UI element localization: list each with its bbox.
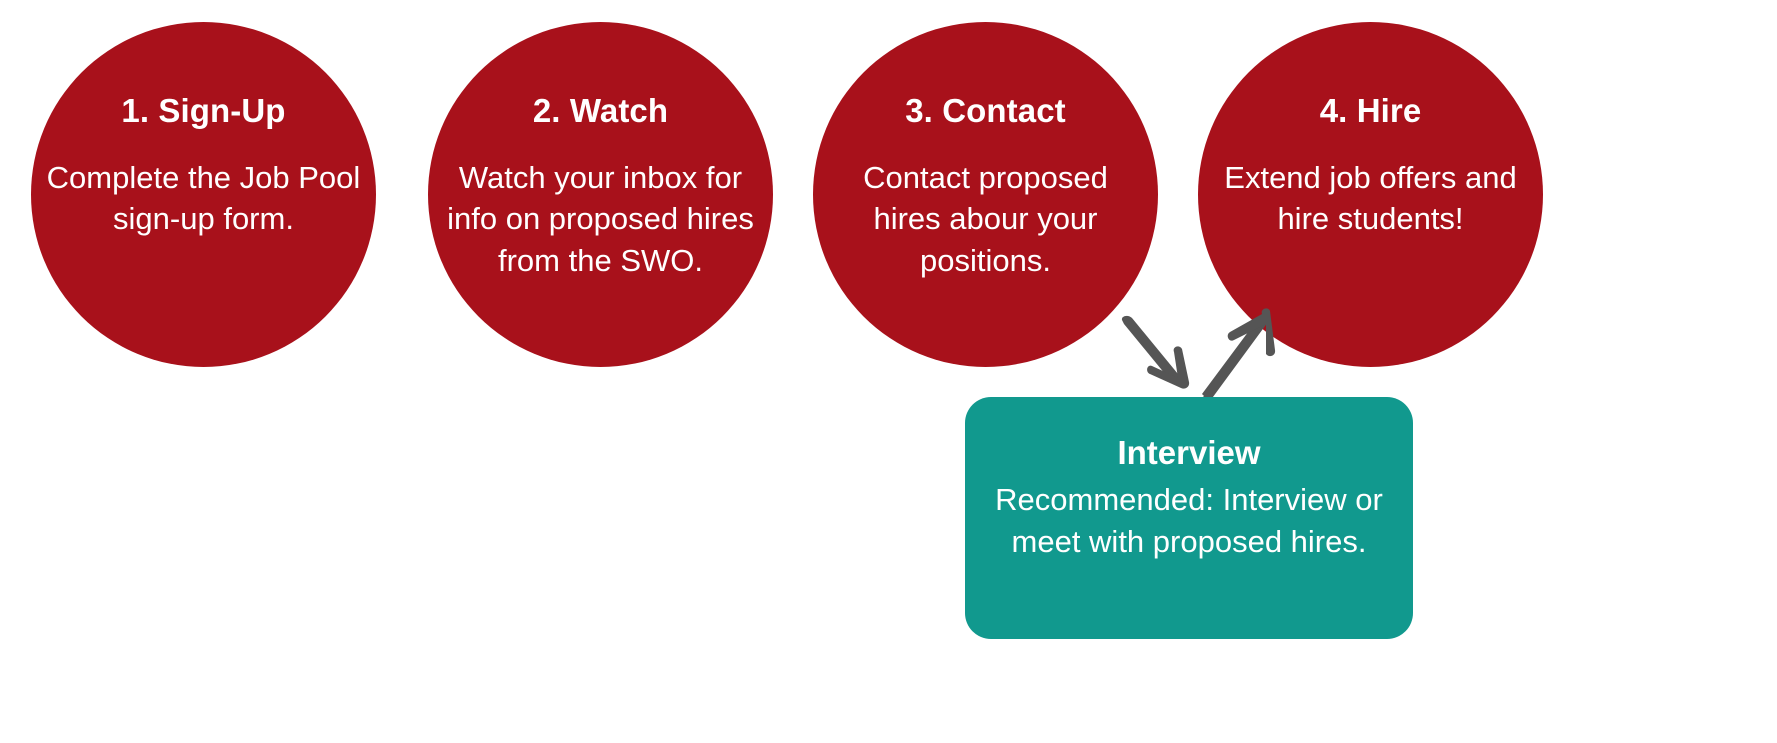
step-body: Contact proposed hires abour your positi… <box>863 159 1108 278</box>
arrow-down-right-icon <box>1121 315 1190 389</box>
step-circle-hire: 4. Hire Extend job offers and hire stude… <box>1198 22 1543 367</box>
step-circle-contact: 3. Contact Contact proposed hires abour … <box>813 22 1158 367</box>
step-title: 2. Watch <box>532 92 669 129</box>
step-title: 1. Sign-Up <box>121 92 286 129</box>
step-circle-sign-up: 1. Sign-Up Complete the Job Pool sign-up… <box>31 22 376 367</box>
step-circle-watch: 2. Watch Watch your inbox for info on pr… <box>428 22 773 367</box>
step-title: 4. Hire <box>1319 92 1422 129</box>
step-body: Extend job offers and hire students! <box>1224 159 1517 237</box>
interview-card: Interview Recommended: Interview or meet… <box>965 397 1413 639</box>
step-body: Watch your inbox for info on proposed hi… <box>447 159 754 278</box>
interview-title: Interview <box>1117 434 1261 471</box>
step-title: 3. Contact <box>905 92 1066 129</box>
interview-body: Recommended: Interview or meet with prop… <box>995 482 1383 560</box>
step-body: Complete the Job Pool sign-up form. <box>46 159 361 237</box>
